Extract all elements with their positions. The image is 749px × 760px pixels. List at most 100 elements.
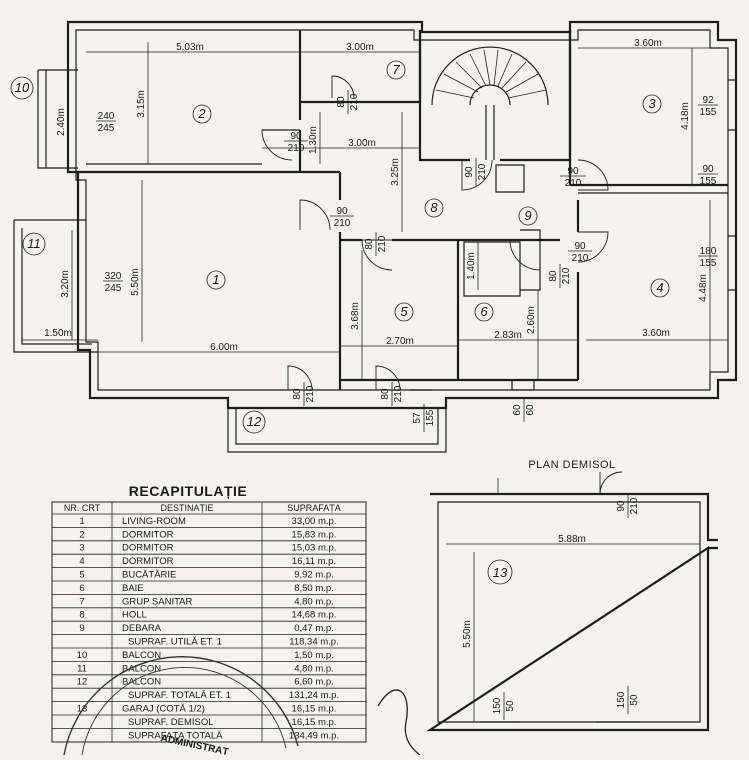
table-cell-suprafata: 4,80 m.p.	[294, 663, 334, 674]
table-cell-nr: 12	[77, 677, 88, 688]
table-cell-suprafata: 1,50 m.p.	[294, 650, 334, 661]
window-label-num: 240	[98, 111, 115, 122]
dim-balcony11-height: 3.20m	[60, 270, 71, 298]
door-label-num: 90	[336, 206, 348, 217]
door-swings	[261, 75, 623, 495]
table-cell-suprafata: 8,50 m.p.	[294, 583, 334, 594]
table-cell-destinatie: BAIE	[122, 583, 144, 594]
table-header-suprafata: SUPRAFAȚA	[287, 503, 341, 513]
dim-room3-height: 4.18m	[680, 102, 691, 130]
table-cell-suprafata: 118,34 m.p.	[289, 637, 338, 648]
dim-room1-height: 5.50m	[130, 268, 141, 296]
table-cell-suprafata: 131,24 m.p.	[289, 690, 339, 701]
table-cell-suprafata: 134,49 m.p.	[289, 730, 339, 741]
table-cell-destinatie: DORMITOR	[122, 529, 174, 540]
table-cell-nr: 7	[79, 596, 84, 607]
room-label-12: 12	[247, 414, 262, 429]
window-label-num: 92	[702, 95, 714, 106]
window-label-num: 150	[616, 691, 627, 708]
table-cell-destinatie: BALCON	[122, 663, 161, 674]
dimension-lines	[22, 42, 728, 380]
table-cell-destinatie: GRUP SANITAR	[122, 596, 193, 607]
door-label-num: 90	[616, 500, 627, 512]
table-cell-destinatie: DEBARA	[122, 623, 162, 634]
door-label-num: 80	[548, 270, 559, 282]
table-cell-suprafata: 4,80 m.p.	[294, 596, 334, 607]
window-label-num: 150	[492, 697, 503, 714]
table-cell-destinatie: HOLL	[122, 610, 147, 621]
table-cell-destinatie: LIVING-ROOM	[122, 516, 186, 527]
dim-room7-width: 3.00m	[346, 42, 374, 53]
room-label-10: 10	[15, 80, 30, 95]
door-label-num: 90	[574, 241, 586, 252]
window-label-den: 155	[700, 176, 717, 187]
dim-room3-width: 3.60m	[634, 38, 662, 49]
window-label-den: 155	[425, 409, 436, 426]
dim-garage-width: 5.88m	[558, 534, 586, 545]
table-cell-destinatie: BALCON	[122, 677, 161, 688]
door-label-den: 210	[334, 218, 351, 229]
dim-room5-width: 2.70m	[386, 336, 414, 347]
door-label-den: 210	[393, 385, 404, 402]
dim-balcony11-width: 1.50m	[44, 328, 72, 339]
window-label-den: 60	[525, 404, 536, 416]
room-label-2: 2	[197, 106, 206, 121]
upper-floor-walls	[13, 20, 738, 453]
summary-table: RECAPITULAȚIE NR. CRT DESTINAȚIE SUPRAFA…	[51, 483, 367, 743]
table-cell-destinatie: DORMITOR	[122, 556, 174, 567]
dim-room4-height: 4.48m	[698, 274, 709, 302]
door-label-num: 90	[567, 166, 579, 177]
table-cell-nr: 6	[79, 583, 84, 594]
room-label-5: 5	[400, 304, 408, 319]
window-label-num: 180	[700, 246, 717, 257]
door-label-num: 80	[380, 388, 391, 400]
table-cell-nr: 8	[79, 610, 84, 621]
dim-hall-width: 3.00m	[348, 138, 376, 149]
door-label-den: 210	[288, 143, 305, 154]
table-cell-suprafata: 15,83 m.p.	[292, 529, 337, 540]
staircase	[431, 46, 549, 193]
room-label-3: 3	[648, 96, 656, 111]
table-cell-suprafata: 16,11 m.p.	[292, 556, 336, 567]
window-label-den: 245	[98, 123, 115, 134]
window-label-num: 320	[105, 271, 122, 282]
room-label-8: 8	[430, 200, 438, 215]
door-label-num: 80	[292, 388, 303, 400]
room-labels: 2 1 3 4 5 6 7 8 9 10 11 12 13	[10, 60, 670, 585]
dim-room9-height: 1.40m	[466, 252, 477, 280]
door-label-den: 210	[349, 93, 360, 110]
windows	[410, 79, 736, 391]
room-label-13: 13	[493, 565, 508, 580]
table-cell-nr: 2	[79, 529, 84, 540]
room-label-1: 1	[212, 272, 219, 287]
table-cell-nr: 10	[77, 650, 88, 661]
table-cell-destinatie: BUCĂTĂRIE	[122, 570, 176, 581]
dim-balcony10-height: 2.40m	[56, 108, 67, 136]
plan-title: PLAN DEMISOL	[528, 459, 615, 471]
dim-hall-height: 3.25m	[390, 158, 401, 186]
dim-room2-height: 3.15m	[136, 90, 147, 118]
stamp: ADMINISTRAȚ	[63, 656, 421, 758]
door-label-den: 210	[629, 497, 640, 514]
table-header-destinatie: DESTINAȚIE	[160, 503, 213, 513]
table-cell-nr: 11	[77, 663, 87, 674]
door-label-num: 90	[290, 131, 302, 142]
room-label-4: 4	[656, 280, 663, 295]
table-cell-suprafata: 9,92 m.p.	[294, 570, 334, 581]
window-labels: 240 245 320 245 92 155 90 155 180 155 57…	[96, 95, 718, 720]
door-label-den: 210	[572, 253, 589, 264]
table-cell-nr: 3	[79, 543, 84, 554]
table-cell-destinatie: GARAJ (COTĂ 1/2)	[122, 704, 205, 715]
room-label-7: 7	[392, 62, 400, 77]
table-cell-suprafata: 15,03 m.p.	[292, 543, 337, 554]
table-cell-destinatie: SUPRAF. TOTALĂ ET. 1	[128, 690, 231, 701]
door-label-num: 210	[477, 163, 488, 180]
table-cell-nr: 4	[79, 556, 84, 567]
table-cell-suprafata: 14,68 m.p.	[292, 610, 337, 621]
table-cell-suprafata: 6,60 m.p.	[294, 677, 334, 688]
window-label-den: 245	[105, 283, 122, 294]
table-header-nr: NR. CRT	[64, 503, 101, 513]
door-label-den: 210	[565, 178, 582, 189]
